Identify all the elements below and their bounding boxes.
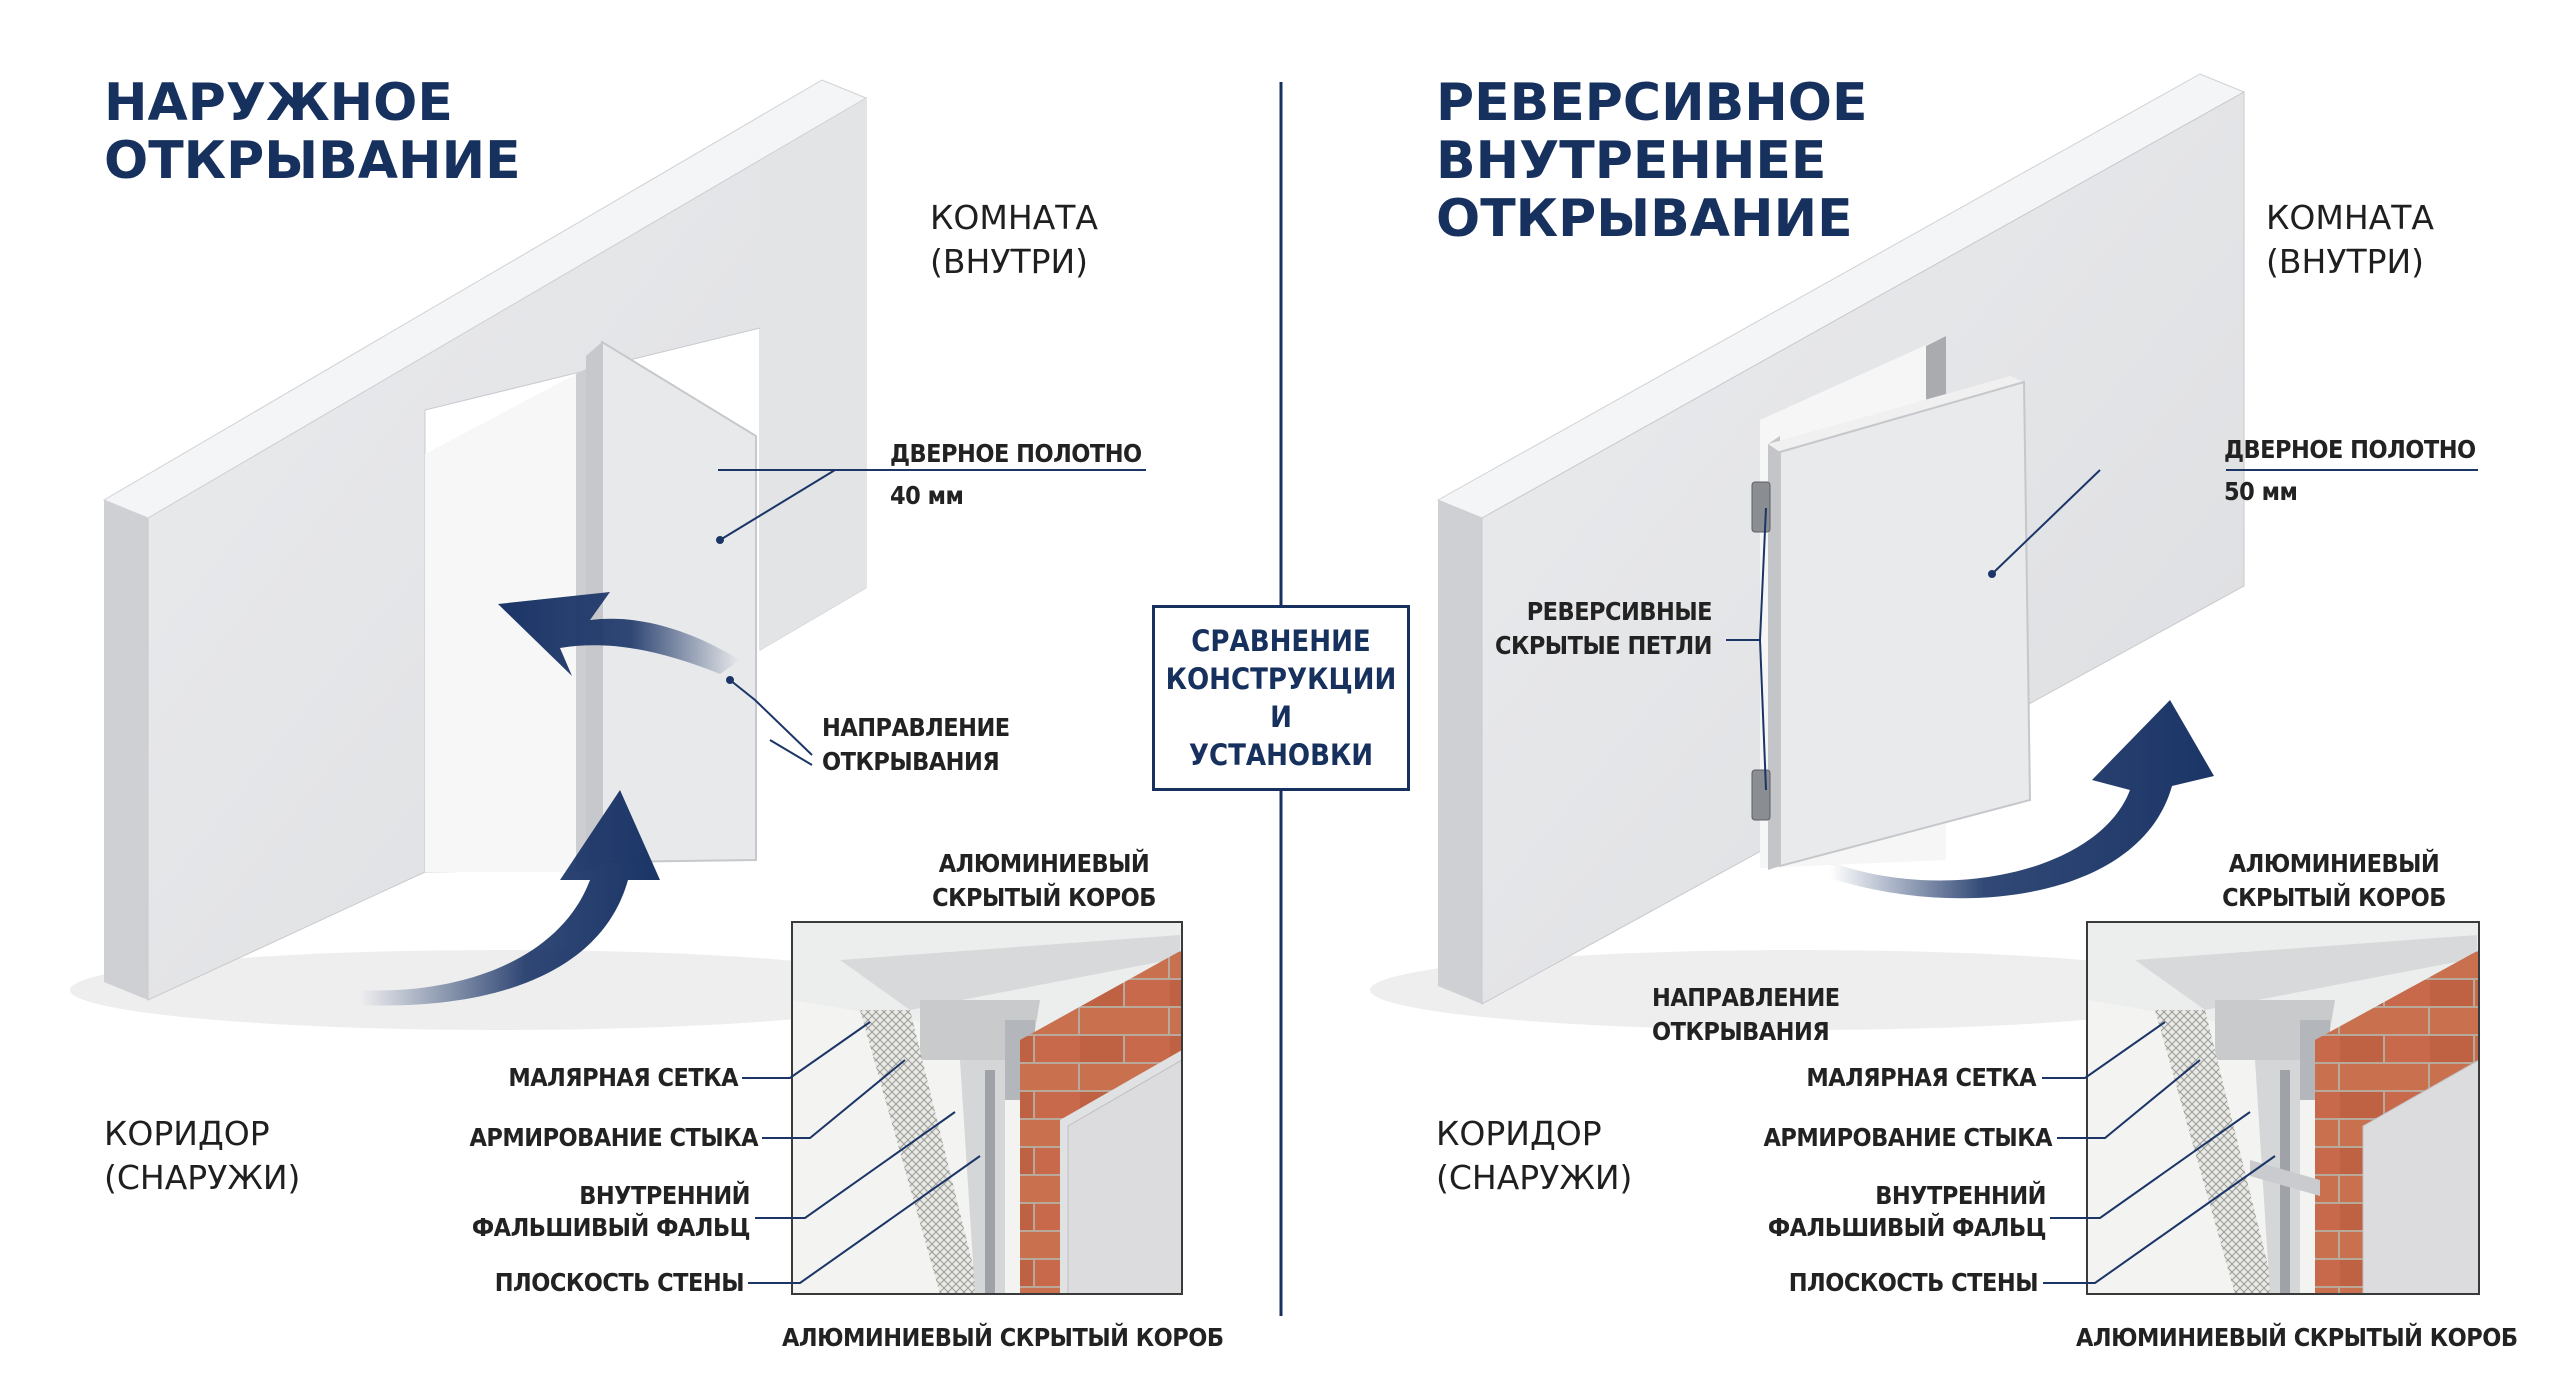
left-door-leaf-label: ДВЕРНОЕ ПОЛОТНО xyxy=(890,439,1142,468)
right-title-line-1: РЕВЕРСИВНОЕ xyxy=(1436,73,1868,133)
left-callout-joint: АРМИРОВАНИЕ СТЫКА xyxy=(469,1123,758,1152)
wall-left-face-right xyxy=(760,98,866,650)
inset-frame-right xyxy=(2086,921,2480,1295)
right-corridor-label-2: (СНАРУЖИ) xyxy=(1436,1158,1633,1197)
left-corridor-label-1: КОРИДОР xyxy=(104,1114,270,1153)
leader-lines-left xyxy=(716,469,1146,1284)
opening-left xyxy=(425,374,576,872)
left-door-thickness: 40 мм xyxy=(890,481,964,510)
door-leaf-right-top xyxy=(1768,376,2024,452)
right-direction-label-2: ОТКРЫВАНИЯ xyxy=(1652,1017,1830,1046)
left-room-label-2: (ВНУТРИ) xyxy=(930,242,1089,281)
right-inset-title-2: СКРЫТЫЙ КОРОБ xyxy=(2222,883,2446,912)
left-inset-caption: АЛЮМИНИЕВЫЙ СКРЫТЫЙ КОРОБ xyxy=(782,1323,1224,1352)
comparison-label: СРАВНЕНИЕ КОНСТРУКЦИИ И УСТАНОВКИ xyxy=(1165,624,1397,772)
right-hinges-label-2: СКРЫТЫЕ ПЕТЛИ xyxy=(1494,631,1713,660)
wall-left-side xyxy=(104,500,148,1000)
left-direction-label-2: ОТКРЫВАНИЯ xyxy=(822,747,1000,776)
right-room-label-2: (ВНУТРИ) xyxy=(2266,242,2425,281)
right-callout-false-rebate: ФАЛЬШИВЫЙ ФАЛЬЦ xyxy=(1767,1213,2047,1242)
left-direction-label-1: НАПРАВЛЕНИЕ xyxy=(822,713,1010,742)
right-direction-label-1: НАПРАВЛЕНИЕ xyxy=(1652,983,1840,1012)
right-title-line-3: ОТКРЫВАНИЕ xyxy=(1436,189,1853,249)
right-callout-wall-plane: ПЛОСКОСТЬ СТЕНЫ xyxy=(1788,1268,2039,1297)
right-callout-inner: ВНУТРЕННИЙ xyxy=(1875,1181,2046,1210)
hinge-bottom-icon xyxy=(1751,769,1771,821)
inset-detail-right xyxy=(2087,922,2479,1294)
arrow-opening-left-top xyxy=(498,592,740,676)
inset-detail-left xyxy=(792,922,1182,1294)
right-hinges-label-1: РЕВЕРСИВНЫЕ xyxy=(1526,597,1713,626)
left-room-label-1: КОМНАТА xyxy=(930,198,1098,237)
right-inset-title-1: АЛЮМИНИЕВЫЙ xyxy=(2228,849,2440,878)
floor-shadow-right xyxy=(1370,950,2230,1030)
right-callout-joint: АРМИРОВАНИЕ СТЫКА xyxy=(1763,1123,2052,1152)
left-callout-wall-plane: ПЛОСКОСТЬ СТЕНЫ xyxy=(494,1268,745,1297)
door-leaf-right-edge xyxy=(1768,436,1780,870)
leader-lines-right xyxy=(1726,469,2478,1284)
left-callout-mesh: МАЛЯРНАЯ СЕТКА xyxy=(508,1063,738,1092)
right-title-line-2: ВНУТРЕННЕЕ xyxy=(1436,131,1827,191)
left-title-line-1: НАРУЖНОЕ xyxy=(104,73,453,133)
arrow-opening-left-bottom xyxy=(360,790,660,1006)
left-callout-false-rebate: ФАЛЬШИВЫЙ ФАЛЬЦ xyxy=(471,1213,751,1242)
inset-frame-left xyxy=(791,921,1183,1295)
hinge-top-icon xyxy=(1751,481,1771,533)
comparison-box: СРАВНЕНИЕ КОНСТРУКЦИИ И УСТАНОВКИ xyxy=(1152,605,1410,791)
right-callout-mesh: МАЛЯРНАЯ СЕТКА xyxy=(1806,1063,2036,1092)
door-leaf-right xyxy=(1779,380,2032,868)
left-inset-title-2: СКРЫТЫЙ КОРОБ xyxy=(932,883,1156,912)
left-title-line-2: ОТКРЫВАНИЕ xyxy=(104,131,521,191)
right-inset-caption: АЛЮМИНИЕВЫЙ СКРЫТЫЙ КОРОБ xyxy=(2076,1323,2518,1352)
left-inset-title-1: АЛЮМИНИЕВЫЙ xyxy=(938,849,1150,878)
right-corridor-label-1: КОРИДОР xyxy=(1436,1114,1602,1153)
right-room-label-1: КОМНАТА xyxy=(2266,198,2434,237)
left-callout-inner: ВНУТРЕННИЙ xyxy=(579,1181,750,1210)
door-leaf-left xyxy=(601,340,757,864)
left-corridor-label-2: (СНАРУЖИ) xyxy=(104,1158,301,1197)
wall-left-top xyxy=(102,79,868,519)
arrow-opening-right xyxy=(1830,700,2214,899)
wall-right-side xyxy=(1438,500,1482,1004)
right-door-thickness: 50 мм xyxy=(2224,477,2298,506)
right-door-leaf-label: ДВЕРНОЕ ПОЛОТНО xyxy=(2224,435,2476,464)
